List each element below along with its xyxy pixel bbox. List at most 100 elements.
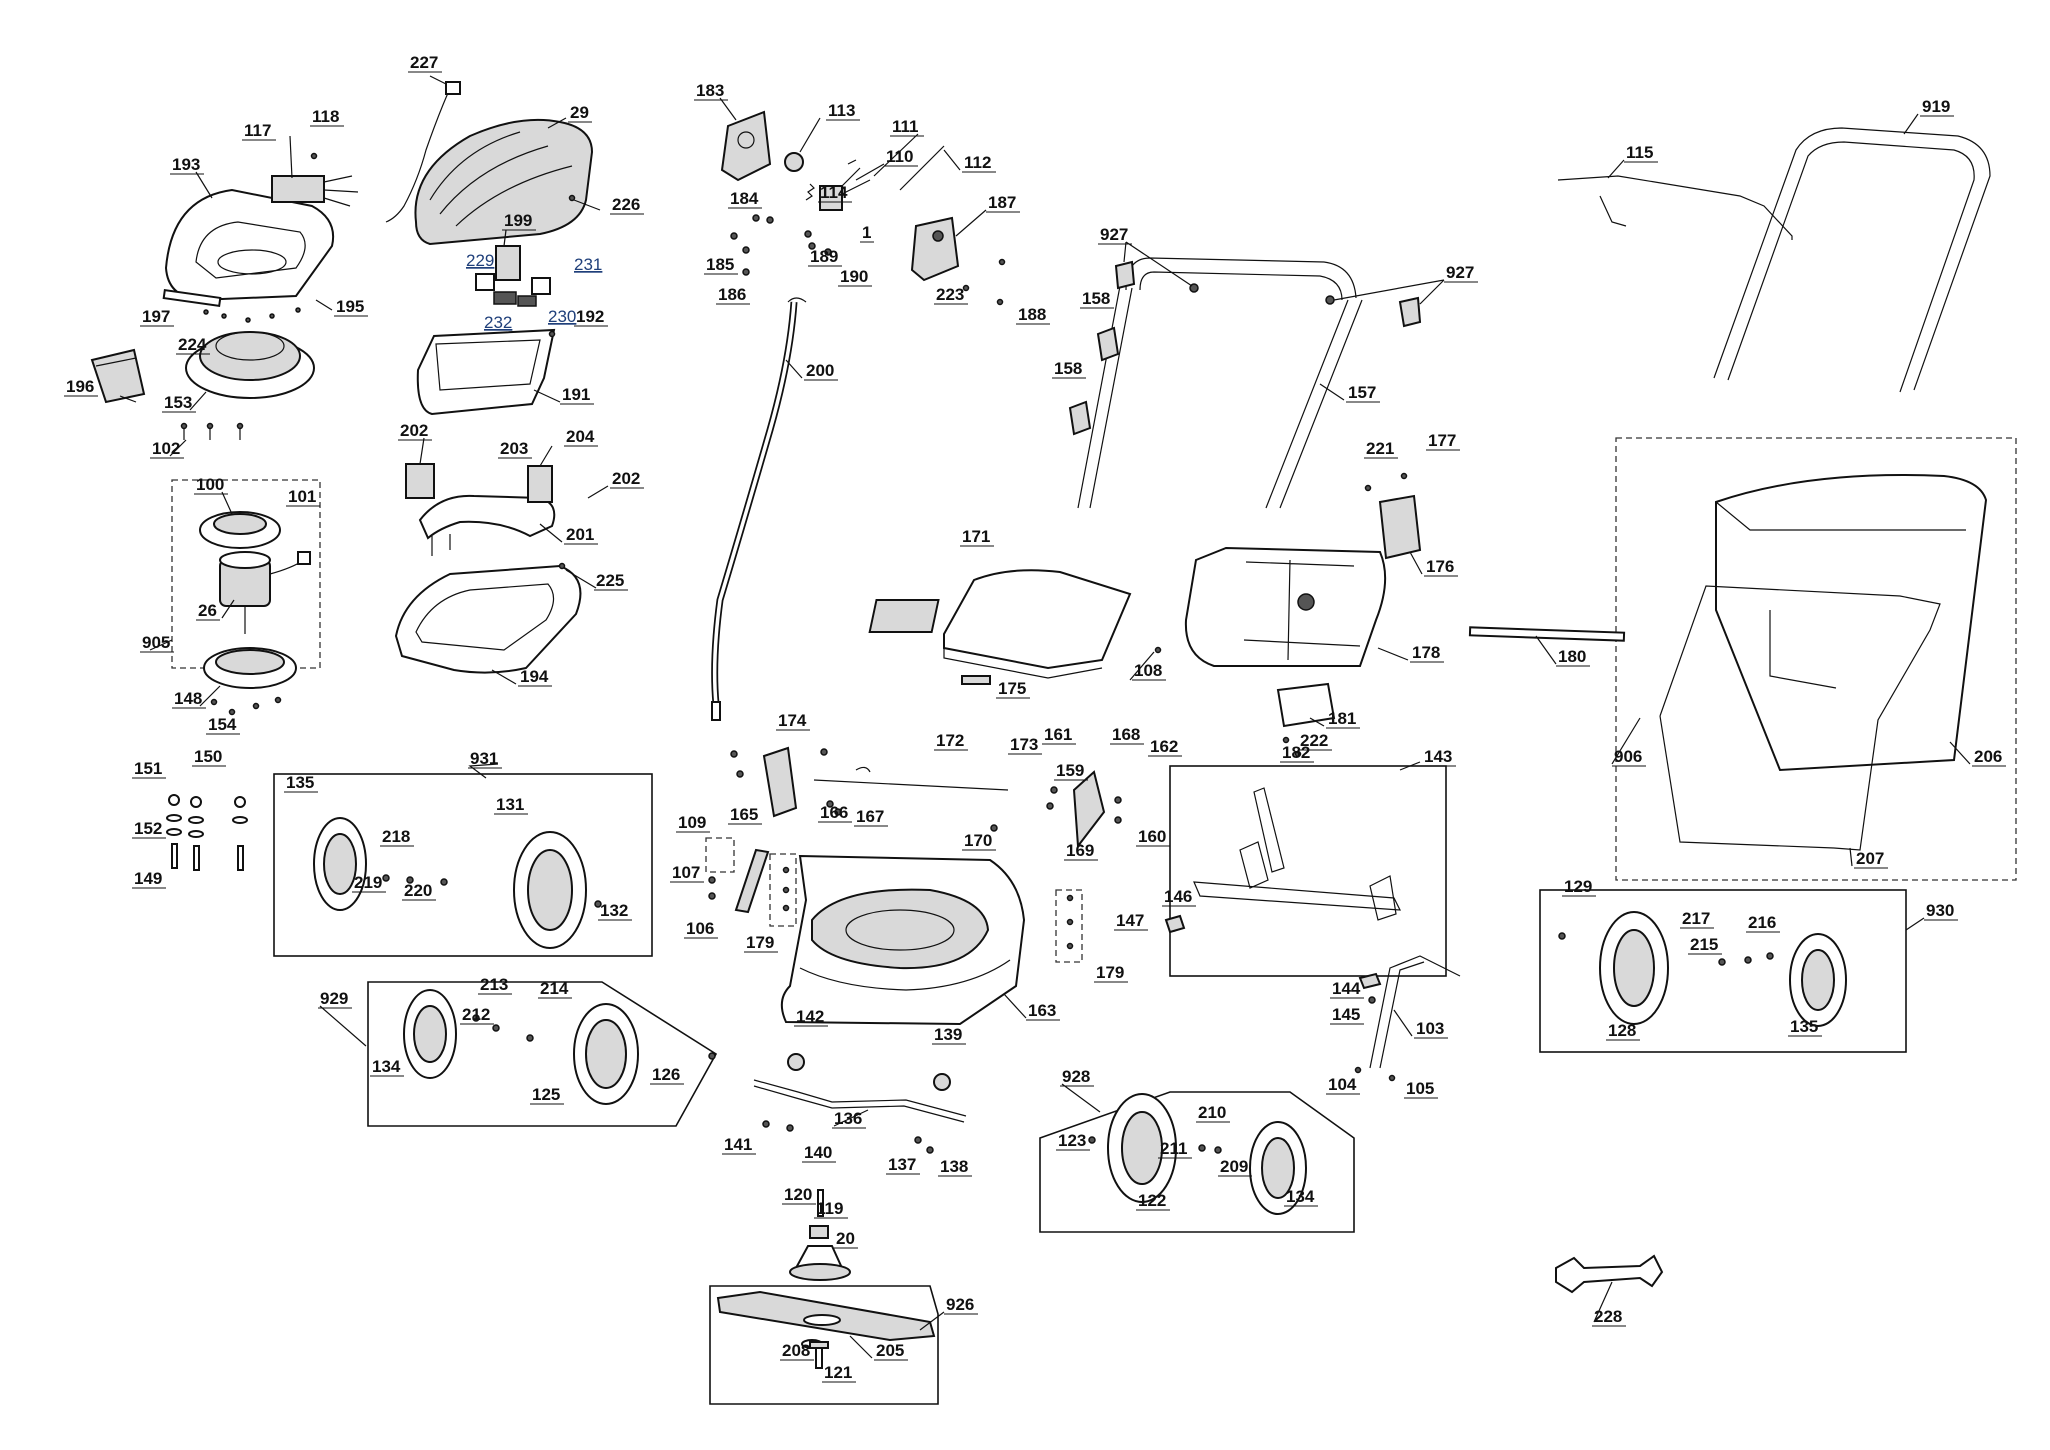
part-label-132: 132 — [600, 901, 628, 920]
part-label-153: 153 — [164, 393, 192, 412]
hood-196 — [90, 348, 146, 404]
dashed-box-109 — [705, 837, 735, 873]
part-label-232: 232 — [484, 313, 512, 332]
part-label-159: 159 — [1056, 761, 1084, 780]
lower-handle-157 — [1077, 257, 1363, 509]
wheel-125 — [573, 1003, 716, 1105]
part-label-230: 230 — [548, 307, 576, 326]
part-label-928: 928 — [1062, 1067, 1090, 1086]
height-lever-143 — [1193, 787, 1402, 921]
part-label-170: 170 — [964, 831, 992, 850]
part-label-125: 125 — [532, 1085, 560, 1104]
part-label-100: 100 — [196, 475, 224, 494]
screw-108 — [1154, 646, 1162, 654]
part-label-197: 197 — [142, 307, 170, 326]
knob-927-right — [1398, 296, 1422, 328]
part-label-174: 174 — [778, 711, 807, 730]
part-label-161: 161 — [1044, 725, 1072, 744]
part-label-905: 905 — [142, 633, 170, 652]
part-label-200: 200 — [806, 361, 834, 380]
part-label-182: 182 — [1282, 743, 1310, 762]
blade-205 — [716, 1290, 936, 1342]
part-label-126: 126 — [652, 1065, 680, 1084]
part-label-144: 144 — [1332, 979, 1361, 998]
part-label-114: 114 — [820, 183, 848, 202]
grass-bag-206 — [1715, 474, 1988, 772]
group-box-928 — [1039, 1091, 1355, 1233]
part-label-192: 192 — [576, 307, 604, 326]
screw-145 — [1368, 996, 1376, 1004]
knob-113 — [784, 152, 804, 172]
part-label-175: 175 — [998, 679, 1026, 698]
handle-bracket-201 — [405, 463, 556, 556]
part-label-129: 129 — [1564, 877, 1592, 896]
part-label-927: 927 — [1100, 225, 1128, 244]
part-label-157: 157 — [1348, 383, 1376, 402]
part-label-20: 20 — [836, 1229, 855, 1248]
part-label-109: 109 — [678, 813, 706, 832]
part-label-105: 105 — [1406, 1079, 1434, 1098]
part-label-102: 102 — [152, 439, 180, 458]
part-label-206: 206 — [1974, 747, 2002, 766]
part-label-926: 926 — [946, 1295, 974, 1314]
part-label-122: 122 — [1138, 1191, 1166, 1210]
rear-housing-178 — [1184, 546, 1387, 667]
part-label-229: 229 — [466, 251, 494, 270]
wheel-hub-134-928 — [1249, 1121, 1307, 1215]
part-label-214: 214 — [540, 979, 569, 998]
part-label-107: 107 — [672, 863, 700, 882]
part-label-227: 227 — [410, 53, 438, 72]
part-label-172: 172 — [936, 731, 964, 750]
part-label-29: 29 — [570, 103, 589, 122]
part-label-217: 217 — [1682, 909, 1710, 928]
part-label-208: 208 — [782, 1341, 810, 1360]
part-label-201: 201 — [566, 525, 594, 544]
bag-frame-207 — [1659, 585, 1941, 851]
part-label-106: 106 — [686, 919, 714, 938]
part-label-135: 135 — [286, 773, 314, 792]
motor-26 — [219, 551, 311, 634]
part-label-906: 906 — [1614, 747, 1642, 766]
wheel-hub-135-931 — [313, 817, 448, 911]
part-label-184: 184 — [730, 189, 759, 208]
upper-handle-919 — [1713, 127, 1991, 393]
part-label-113: 113 — [828, 101, 855, 120]
part-label-195: 195 — [336, 297, 364, 316]
part-label-148: 148 — [174, 689, 202, 708]
part-label-177: 177 — [1428, 431, 1456, 450]
part-label-135: 135 — [1790, 1017, 1818, 1036]
part-label-158: 158 — [1082, 289, 1110, 308]
spring-114 — [805, 183, 815, 201]
part-label-186: 186 — [718, 285, 746, 304]
part-label-223: 223 — [936, 285, 964, 304]
part-label-210: 210 — [1198, 1103, 1226, 1122]
part-label-26: 26 — [198, 601, 217, 620]
bracket-181 — [1276, 682, 1336, 758]
part-label-205: 205 — [876, 1341, 904, 1360]
bolt-121 — [809, 1341, 829, 1369]
motor-cover-193 — [164, 188, 334, 302]
part-label-167: 167 — [856, 807, 884, 826]
part-label-165: 165 — [730, 805, 758, 824]
fan-100 — [199, 511, 281, 549]
part-label-179: 179 — [746, 933, 774, 952]
part-label-163: 163 — [1028, 1001, 1056, 1020]
dashed-box-179a — [769, 853, 797, 927]
part-label-150: 150 — [194, 747, 222, 766]
part-label-112: 112 — [964, 153, 991, 172]
motor-base-148 — [203, 647, 297, 689]
part-label-146: 146 — [1164, 887, 1192, 906]
part-label-202: 202 — [612, 469, 640, 488]
group-box-906 — [1615, 437, 2017, 881]
small-parts-deck — [782, 800, 1178, 950]
part-label-215: 215 — [1690, 935, 1718, 954]
lever-103 — [1354, 955, 1461, 1082]
part-label-140: 140 — [804, 1143, 832, 1162]
part-label-190: 190 — [840, 267, 868, 286]
wheel-122 — [1088, 1093, 1222, 1203]
part-label-160: 160 — [1138, 827, 1166, 846]
part-label-128: 128 — [1608, 1021, 1636, 1040]
part-label-929: 929 — [320, 989, 348, 1008]
